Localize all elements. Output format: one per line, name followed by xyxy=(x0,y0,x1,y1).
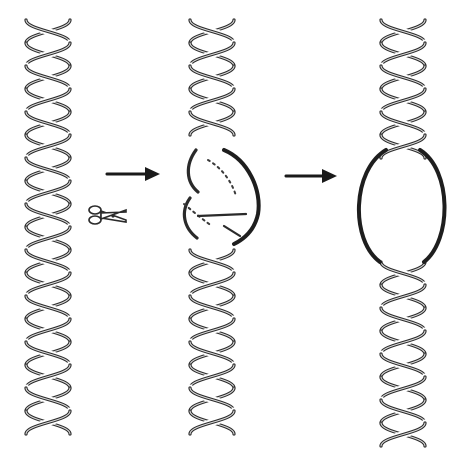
cut-helix-panel xyxy=(184,20,259,434)
scissors-icon xyxy=(89,206,126,224)
cut-site-line xyxy=(198,214,246,216)
relaxed-helix-panel xyxy=(359,20,445,446)
cut-site-tick xyxy=(224,226,240,236)
dotted-rotation-path-upper xyxy=(208,160,236,196)
cut-strand-left-upper xyxy=(188,150,198,192)
cut-strand-left-lower xyxy=(184,198,197,238)
intact-helix-panel xyxy=(26,20,70,434)
arrow-2 xyxy=(286,169,337,183)
bubble-left-strand xyxy=(359,150,386,262)
arrow-1 xyxy=(107,167,160,181)
bubble-right-strand xyxy=(420,150,445,262)
